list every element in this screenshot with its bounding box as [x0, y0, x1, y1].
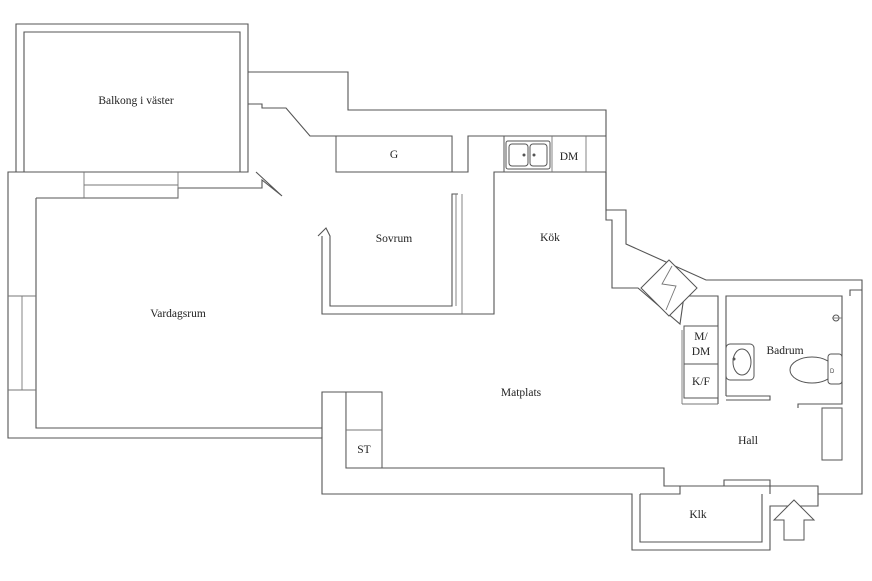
fixture-label-dishwasher: DM: [560, 151, 579, 163]
room-label-kitchen: Kök: [540, 232, 560, 244]
fixture-label-fridge: K/F: [692, 376, 710, 388]
room-label-dining: Matplats: [501, 387, 542, 399]
bedroom-inner-wall: [321, 171, 606, 315]
fixture-label-wardrobe: G: [390, 149, 398, 161]
balcony-door: [83, 172, 179, 198]
fixture-label-storage: ST: [357, 444, 370, 456]
room-label-hall: Hall: [738, 435, 758, 447]
bedroom-wall: [317, 193, 458, 307]
wardrobe: [335, 135, 453, 173]
entrance-arrow-icon: [772, 499, 816, 541]
hall-wardrobe: [821, 407, 843, 461]
storage: [345, 391, 383, 469]
room-label-living-room: Vardagsrum: [150, 308, 206, 320]
appliance-column: [681, 325, 719, 405]
room-label-balcony: Balkong i väster: [98, 95, 174, 107]
toilet-icon: D: [789, 353, 843, 385]
room-label-closet: Klk: [689, 509, 707, 521]
svg-text:D: D: [830, 369, 835, 375]
room-label-bedroom: Sovrum: [376, 233, 412, 245]
stove-icon: [640, 259, 698, 317]
shower-icon: [832, 314, 842, 322]
living-room-inner-wall: [35, 198, 322, 429]
left-window: [8, 295, 36, 391]
hall-inner-wall: [321, 391, 819, 494]
kitchen-right-counter: [605, 172, 719, 404]
fixture-label-washer-line2: DM: [692, 346, 711, 358]
closet: [639, 479, 771, 543]
bathroom-sink-icon: [725, 343, 755, 381]
bathroom: [725, 289, 862, 408]
room-label-bathroom: Badrum: [766, 345, 803, 357]
fixture-label-washer-line1: M/: [694, 331, 708, 343]
sink-icon: [505, 140, 551, 170]
